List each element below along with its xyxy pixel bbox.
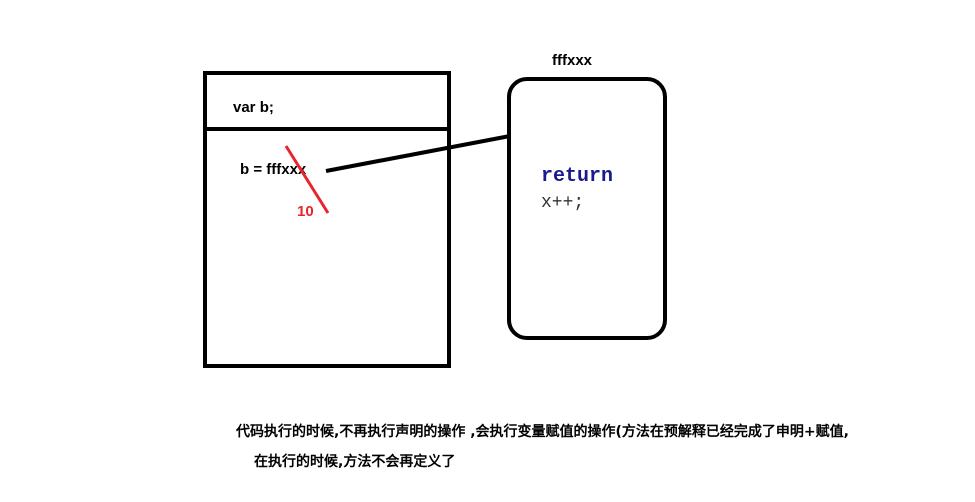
increment-statement: x++; [541,193,584,213]
explanation-line-2: 在执行的时候,方法不会再定义了 [254,454,456,470]
reference-connector [325,134,511,173]
function-box [507,77,667,340]
function-label: fffxxx [552,52,593,69]
declaration-text: var b; [233,99,274,116]
explanation-line-1: 代码执行的时候,不再执行声明的操作 ,会执行变量赋值的操作(方法在预解释已经完成… [236,424,849,440]
return-keyword: return [541,165,613,188]
new-value-text: 10 [297,203,314,220]
strike-line [284,145,330,214]
scope-box [203,71,451,368]
assignment-text: b = fffxxx [240,161,307,178]
